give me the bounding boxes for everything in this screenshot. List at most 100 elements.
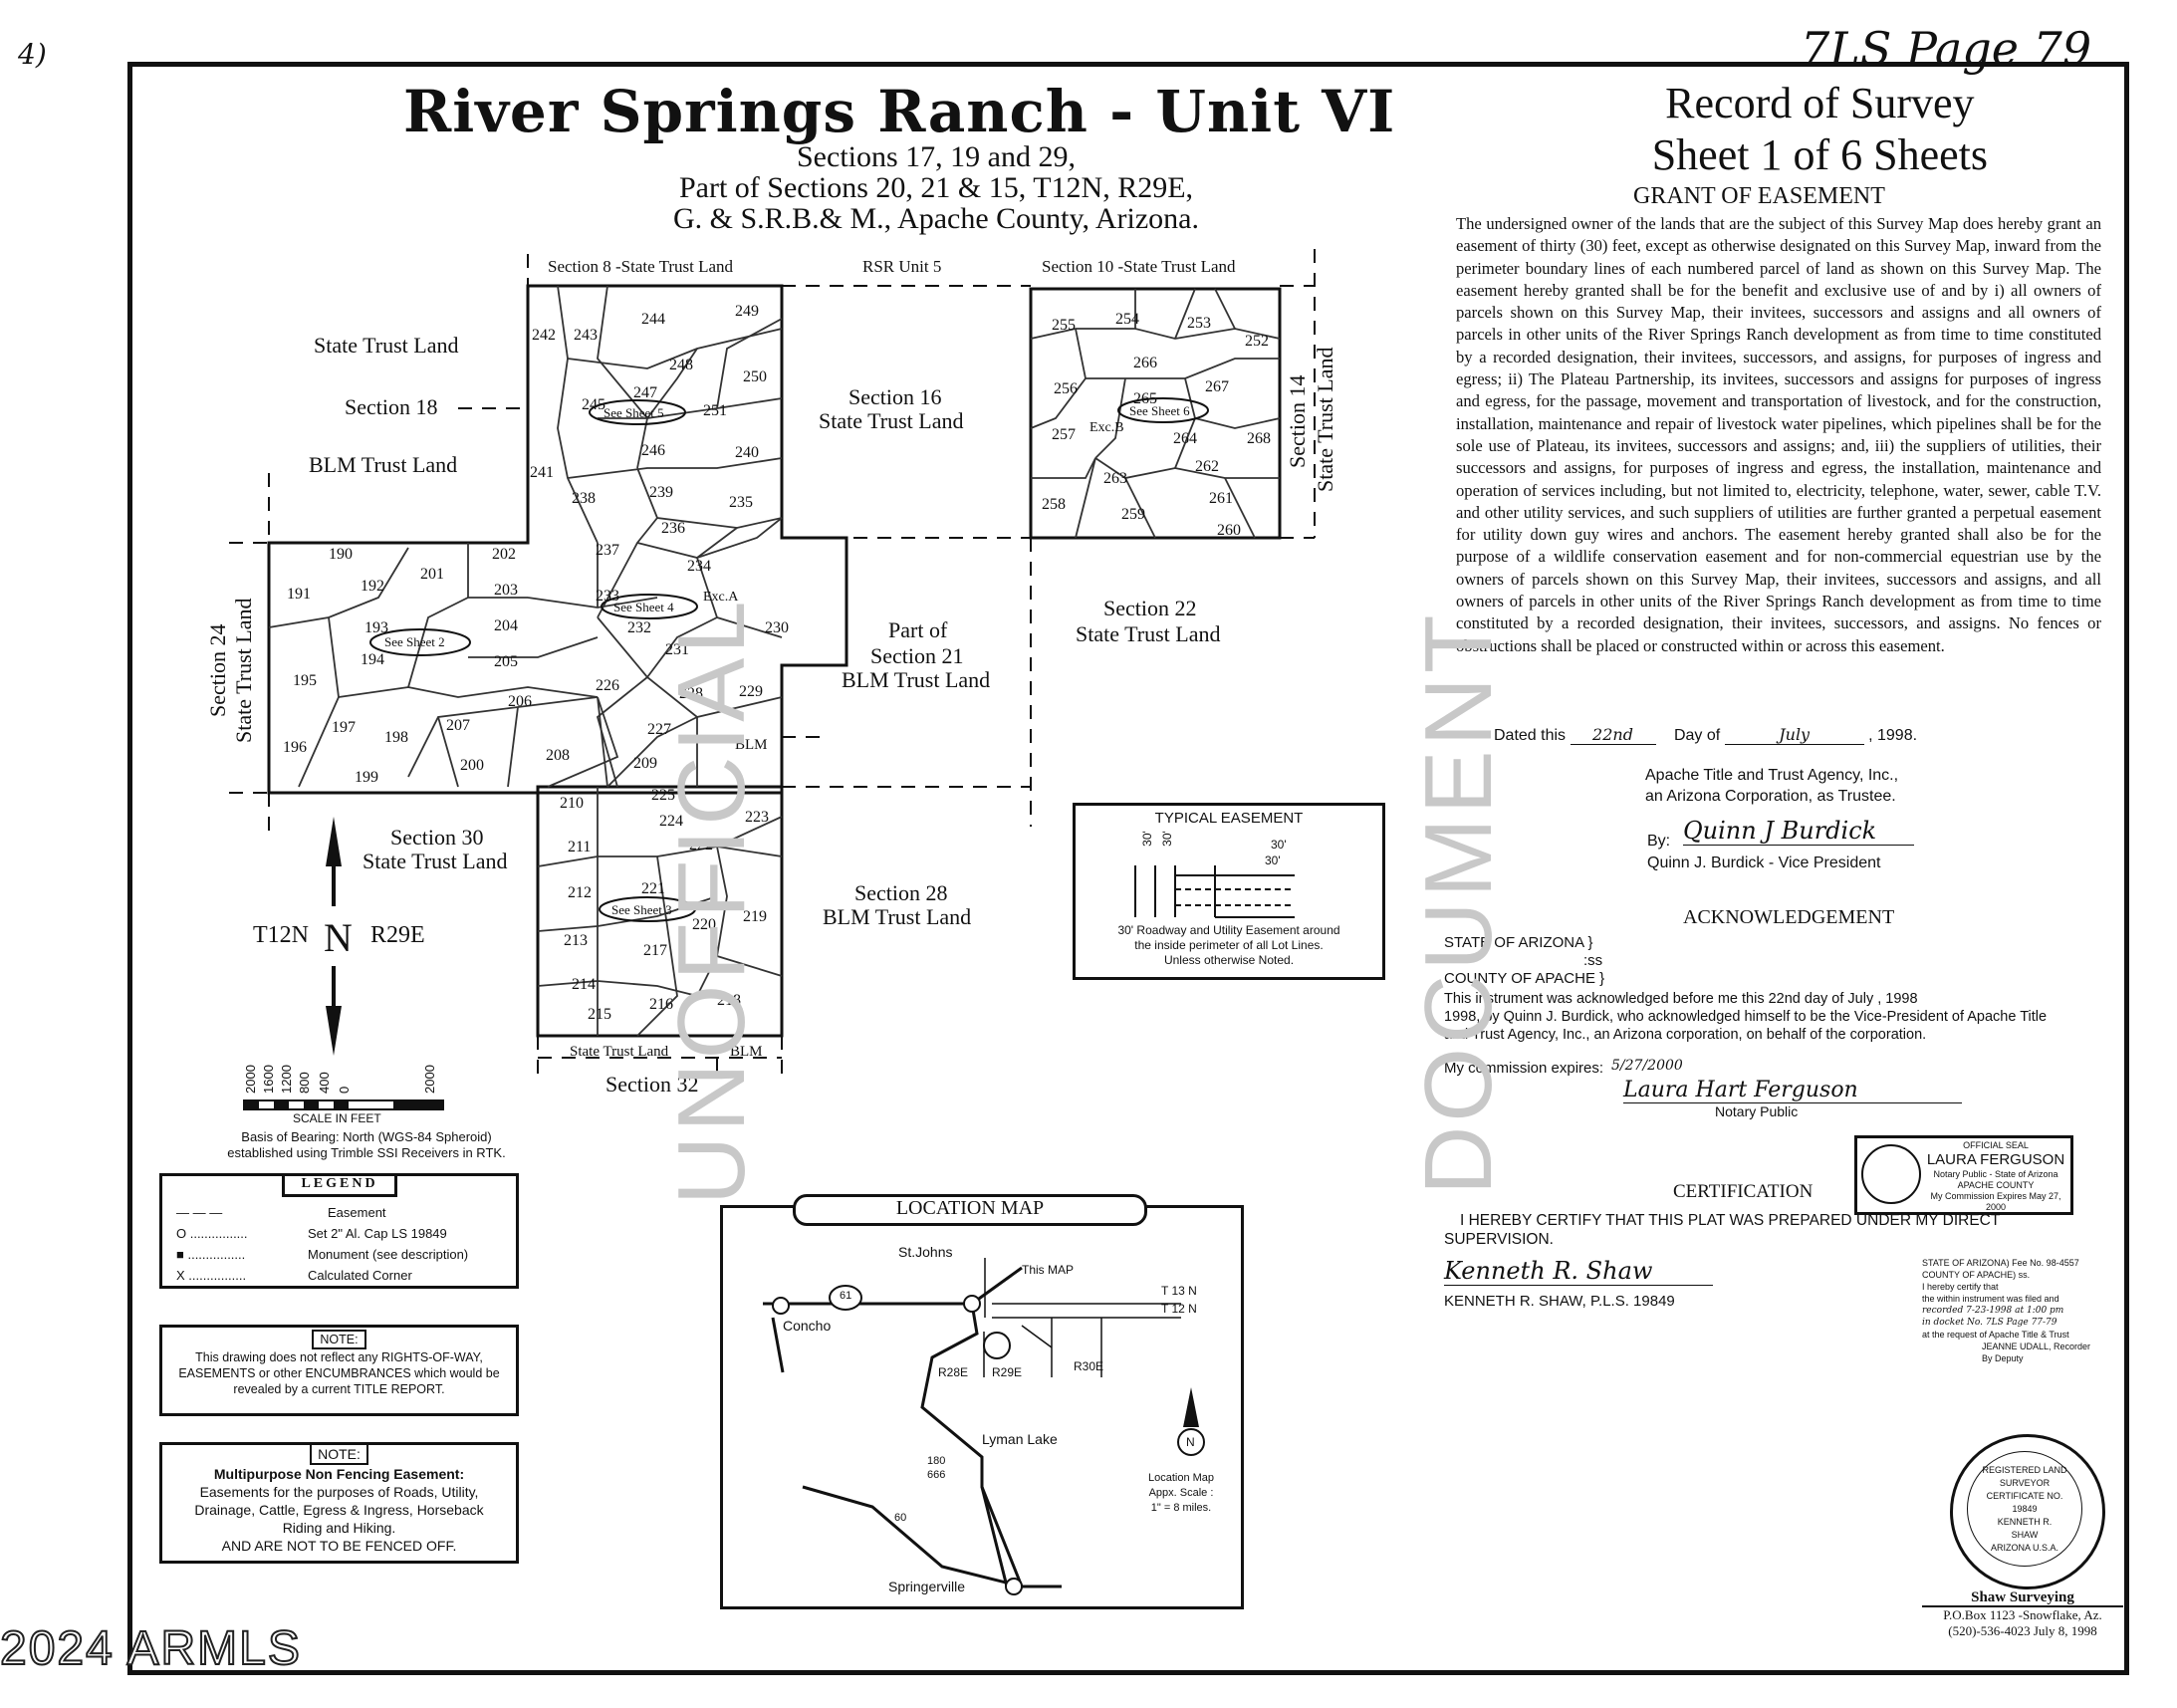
recorder-line: recorded 7-23-1998 at 1:00 pm	[1922, 1306, 2064, 1316]
legend-text: Easement	[328, 1205, 386, 1220]
note-line: EASEMENTS or other ENCUMBRANCES which wo…	[178, 1366, 500, 1380]
recorder-line: at the request of Apache Title & Trust	[1922, 1330, 2069, 1340]
loc-scale-line: 1" = 8 miles.	[1150, 1502, 1212, 1514]
loc-this-map: This MAP	[1022, 1263, 1075, 1277]
north-arrow	[326, 817, 342, 1056]
ack-line: This instrument was acknowledged before …	[1444, 991, 1918, 1007]
label-sec18: Section 18	[345, 394, 438, 419]
day-of-label: Day of	[1673, 727, 1721, 744]
easement-caption: 30' Roadway and Utility Easement around …	[1076, 923, 1382, 968]
loc-st-johns: St.Johns	[898, 1244, 953, 1260]
ease-d3: 30'	[1271, 838, 1287, 852]
stamp-line: SHAW	[2011, 1530, 2039, 1540]
scale-tick-label: 2000	[422, 1065, 437, 1094]
record-of-survey: Record of Survey Sheet 1 of 6 Sheets	[1652, 78, 1988, 181]
caption-line: Unless otherwise Noted.	[1163, 953, 1295, 967]
loc-north: N	[1186, 1435, 1195, 1449]
subtitle-line: Sections 17, 19 and 29,	[797, 140, 1076, 173]
ack-line: 1998, by Quinn J. Burdick, who acknowled…	[1444, 1009, 2048, 1025]
stamp-line: ARIZONA U.S.A.	[1990, 1543, 2058, 1553]
loc-t13n: T 13 N	[1161, 1284, 1197, 1298]
subtitle-line: G. & S.R.B.& M., Apache County, Arizona.	[672, 202, 1200, 235]
scale-tick-label: 2000	[243, 1065, 258, 1094]
recorder-line: By Deputy	[1982, 1353, 2024, 1363]
location-map-roads	[763, 1258, 1205, 1595]
commission-label: My commission expires:	[1444, 1060, 1604, 1077]
grant-heading: GRANT OF EASEMENT	[1633, 183, 1885, 209]
label-sec32: Section 32	[605, 1072, 699, 1097]
location-map: LOCATION MAP St.Johns Concho This MAP T …	[720, 1194, 1244, 1609]
scale-tick-label: 800	[297, 1072, 312, 1094]
recorder-line: COUNTY OF APACHE) ss.	[1922, 1270, 2031, 1280]
label-sec28: Section 28	[854, 880, 948, 905]
label-exca: Exc.A	[703, 590, 739, 605]
scale-tick-label: 400	[317, 1072, 332, 1094]
label-rsr5: RSR Unit 5	[862, 257, 942, 276]
label-see-sheet-3: See Sheet 3	[611, 902, 672, 917]
legend-syms: — — — O ................ ■ .............…	[176, 1202, 248, 1286]
label-see-sheet-4: See Sheet 4	[613, 600, 674, 614]
cert-line: SUPERVISION.	[1444, 1231, 1554, 1248]
note-title: NOTE:	[310, 1443, 368, 1465]
commission-date: 5/27/2000	[1611, 1058, 1683, 1074]
label-state-trust: State Trust Land	[314, 333, 459, 358]
label-sec16-land: State Trust Land	[819, 408, 964, 433]
legend-symbol: O ................	[176, 1226, 248, 1241]
plat-subtitle: Sections 17, 19 and 29, Part of Sections…	[598, 141, 1275, 234]
label-sec16: Section 16	[848, 384, 942, 409]
label-blm: BLM	[735, 737, 768, 753]
scale-tick-label: 1200	[279, 1065, 294, 1094]
ack-line: and Trust Agency, Inc., an Arizona corpo…	[1444, 1027, 1927, 1043]
note-non-fencing: NOTE: Multipurpose Non Fencing Easement:…	[159, 1442, 519, 1564]
ease-d4: 30'	[1265, 854, 1281, 867]
ack-ss: :ss	[1583, 952, 1603, 969]
legend-box: LEGEND — — — O ................ ■ ......…	[159, 1173, 519, 1289]
seal-line: LAURA FERGUSON	[1926, 1151, 2065, 1168]
label-sec30-land: State Trust Land	[363, 849, 508, 873]
loc-scale-line: Appx. Scale :	[1148, 1487, 1214, 1499]
record-line: Record of Survey	[1665, 79, 1975, 127]
loc-t12n: T 12 N	[1161, 1302, 1197, 1316]
shaw-signature: Kenneth R. Shaw	[1444, 1257, 1713, 1286]
note-line: Riding and Hiking.	[282, 1520, 396, 1536]
plat-frame	[127, 62, 2129, 1675]
recorder-stamp: STATE OF ARIZONA) Fee No. 98-4557 COUNTY…	[1922, 1257, 2121, 1364]
label-sec14-land: State Trust Land	[1313, 347, 1337, 492]
loc-hw61: 61	[840, 1290, 852, 1302]
legend-symbol: — — —	[176, 1205, 223, 1220]
watermark-armls: 2024 ARMLS	[0, 1621, 302, 1676]
seal-line: OFFICIAL SEAL	[1963, 1140, 2029, 1150]
firm-line: (520)-536-4023 July 8, 1998	[1948, 1623, 2097, 1638]
ack-heading: ACKNOWLEDGEMENT	[1683, 906, 1895, 928]
label-sec14: Section 14	[1285, 374, 1310, 469]
watermark-unofficial: UNOFFICIAL	[658, 597, 765, 1205]
label-sec30: Section 30	[390, 825, 484, 850]
loc-r30e: R30E	[1074, 1359, 1104, 1373]
firm-line: P.O.Box 1123 -Snowflake, Az.	[1943, 1607, 2102, 1622]
label-sec21: Section 21	[870, 643, 964, 668]
seal-line: APACHE COUNTY	[1957, 1180, 2035, 1190]
loc-concho: Concho	[783, 1318, 832, 1334]
scale-tick-label: 0	[337, 1086, 352, 1094]
stamp-line: CERTIFICATE NO.	[1986, 1491, 2063, 1501]
ack-state: STATE OF ARIZONA }	[1444, 934, 1593, 951]
label-r29e: R29E	[370, 922, 425, 948]
corner-mark: 4)	[18, 38, 47, 71]
grant-text: The undersigned owner of the lands that …	[1456, 214, 2101, 655]
label-stl-bottom: State Trust Land	[570, 1044, 669, 1060]
signer-name: Quinn J. Burdick - Vice President	[1647, 854, 1881, 871]
seal-line: My Commission Expires May 27, 2000	[1930, 1191, 2061, 1212]
label-see-sheet-2: See Sheet 2	[384, 634, 445, 649]
label-sec21-part: Part of	[888, 617, 948, 642]
dated-month: July	[1724, 725, 1864, 745]
loc-scale: Location Map Appx. Scale : 1" = 8 miles.	[1121, 1471, 1241, 1516]
caption-line: the inside perimeter of all Lot Lines.	[1134, 938, 1324, 952]
loc-hw180: 180	[927, 1455, 946, 1467]
registration-stamp: REGISTERED LAND SURVEYOR CERTIFICATE NO.…	[1950, 1434, 2105, 1589]
watermark-document: DOCUMENT	[1405, 610, 1512, 1195]
label-sec21-land: BLM Trust Land	[842, 667, 991, 692]
label-sec22: Section 22	[1103, 596, 1197, 620]
dated-day: 22nd	[1570, 725, 1656, 745]
loc-hw666: 666	[927, 1469, 946, 1481]
